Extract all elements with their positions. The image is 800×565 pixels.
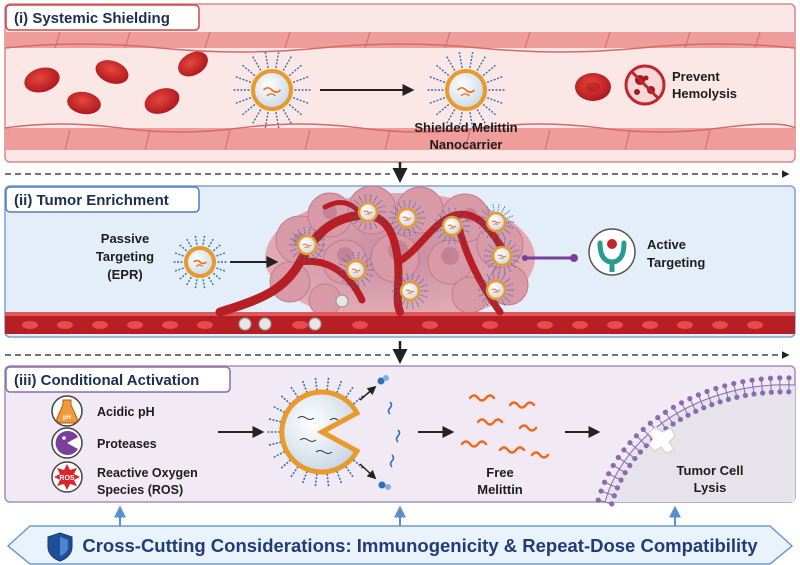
panel-3-title: (iii) Conditional Activation bbox=[14, 372, 199, 389]
tumor-nanocarrier bbox=[289, 227, 325, 263]
banner-background bbox=[6, 525, 794, 565]
nanocarrier-label: Shielded Melittin bbox=[414, 120, 517, 135]
shielded-nanocarrier bbox=[233, 51, 311, 129]
passive-targeting-label-3: (EPR) bbox=[107, 267, 142, 282]
free-melittin-label: Free bbox=[486, 465, 513, 480]
shielded-nanocarrier bbox=[427, 51, 505, 129]
free-melittin-label-2: Melittin bbox=[477, 482, 523, 497]
prevent-hemolysis-label: Prevent bbox=[672, 69, 720, 84]
tumor-cell-lysis-label: Tumor Cell bbox=[677, 463, 744, 478]
ph-icon-text: pH bbox=[63, 415, 71, 421]
red-blood-cell bbox=[144, 88, 180, 114]
receptor-icon bbox=[588, 228, 636, 276]
panel-systemic-shielding: Shielded Melittin Nanocarrier Prevent He… bbox=[4, 3, 796, 163]
tumor-cell bbox=[595, 375, 796, 507]
panel-3-title-tab: (iii) Conditional Activation bbox=[5, 366, 231, 393]
passive-targeting-label: Passive bbox=[101, 231, 149, 246]
prevent-hemolysis-label-2: Hemolysis bbox=[672, 86, 737, 101]
panel-1-title-tab: (i) Systemic Shielding bbox=[5, 4, 200, 31]
active-targeting-label-2: Targeting bbox=[647, 255, 705, 270]
vessel-wall-bottom bbox=[4, 123, 796, 151]
ros-label: Reactive Oxygen bbox=[97, 466, 198, 480]
membrane-pore bbox=[647, 426, 676, 454]
panel-2-title-tab: (ii) Tumor Enrichment bbox=[5, 186, 200, 213]
vessel-wall-top bbox=[4, 31, 796, 53]
acidic-ph-label: Acidic pH bbox=[97, 405, 155, 419]
tumor-cell-lysis-label-2: Lysis bbox=[694, 480, 727, 495]
opening-nanocarrier bbox=[266, 376, 365, 488]
passive-targeting-label-2: Targeting bbox=[96, 249, 154, 264]
protease-icon bbox=[51, 427, 83, 459]
red-blood-cell bbox=[178, 51, 208, 77]
cross-cutting-banner: Cross-Cutting Considerations: Immunogeni… bbox=[6, 505, 794, 565]
panel-2-title: (ii) Tumor Enrichment bbox=[14, 192, 169, 209]
nanocarrier-label-2: Nanocarrier bbox=[430, 137, 503, 152]
active-targeting-label: Active bbox=[647, 237, 686, 252]
red-blood-cell bbox=[95, 60, 129, 84]
shield-icon bbox=[47, 532, 73, 562]
ros-label-2: Species (ROS) bbox=[97, 483, 183, 497]
free-melittin-peptides bbox=[460, 394, 550, 459]
panel-conditional-activation: pH ROS Acidic pH Proteases Reactive Oxyg… bbox=[4, 365, 796, 507]
circulating-carriers bbox=[238, 294, 349, 331]
protease-label: Proteases bbox=[97, 437, 157, 451]
ros-icon-text: ROS bbox=[59, 475, 75, 482]
flow-connector-2 bbox=[5, 341, 790, 364]
tumor-nanocarrier bbox=[350, 194, 386, 230]
red-blood-cell bbox=[24, 67, 60, 93]
red-blood-cells bbox=[24, 51, 611, 115]
lipid-bilayer bbox=[595, 375, 792, 507]
tumor-nanocarrier bbox=[484, 238, 520, 274]
released-fragments bbox=[359, 375, 401, 490]
tumor-nanocarrier bbox=[434, 208, 470, 244]
panel-1-title: (i) Systemic Shielding bbox=[14, 10, 170, 27]
banner-up-arrows bbox=[114, 505, 681, 526]
targeting-ligand bbox=[522, 254, 578, 262]
tumor-nanocarrier bbox=[392, 273, 428, 309]
passive-targeting-nanocarrier bbox=[172, 234, 228, 290]
panel-tumor-enrichment: Passive Targeting (EPR) Active Targeting… bbox=[4, 185, 796, 338]
acidic-ph-icon: pH bbox=[51, 395, 83, 427]
tumor-nanocarrier bbox=[478, 272, 514, 308]
red-blood-cell bbox=[67, 91, 101, 115]
tumor-nanocarrier bbox=[338, 252, 374, 288]
flow-connector-1 bbox=[5, 162, 790, 183]
prevent-hemolysis-icon bbox=[624, 64, 666, 106]
banner-text: Cross-Cutting Considerations: Immunogeni… bbox=[82, 535, 758, 556]
tumor-nanocarrier bbox=[478, 204, 514, 240]
tumor-nanocarrier bbox=[389, 200, 425, 236]
ros-icon: ROS bbox=[51, 461, 83, 493]
